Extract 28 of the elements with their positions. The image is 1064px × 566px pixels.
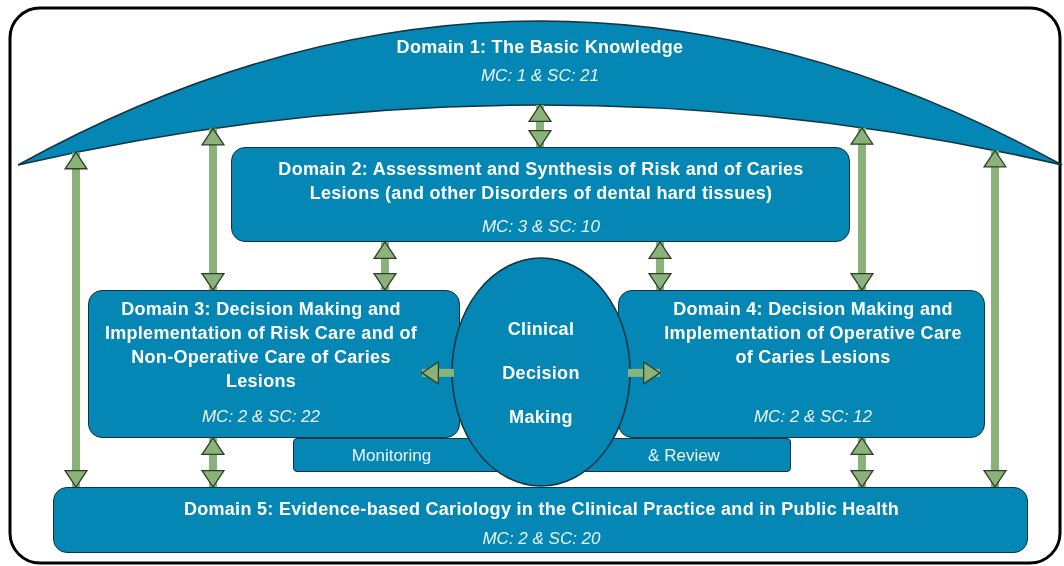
double-arrow: [201, 127, 225, 291]
process-box: [88, 290, 460, 438]
domain-title: Clinical Decision Making: [501, 318, 581, 429]
double-arrow: [648, 241, 672, 291]
double-arrow: [528, 104, 552, 148]
score-label: MC: 1 & SC: 21: [479, 66, 601, 86]
double-arrow: [373, 241, 397, 291]
double-arrow: [201, 437, 225, 488]
domain-title: Domain 5: Evidence-based Cariology in the Clinical Practice and in Public Health: [182, 498, 901, 521]
score-label: MC: 2 & SC: 12: [752, 407, 874, 427]
double-arrow: [64, 151, 88, 488]
process-box: [618, 290, 985, 438]
double-arrow: [850, 437, 874, 488]
arrow: [628, 361, 661, 385]
domain-title: Domain 2: Assessment and Synthesis of Risk and of Caries Lesions (and other Disorders of dental hard tissues): [277, 158, 805, 205]
domain-title: Domain 3: Decision Making and Implementation of Risk Care and of Non-Operative Care of Caries Lesions: [103, 298, 419, 393]
arrow: [421, 361, 454, 385]
double-arrow: [983, 149, 1007, 488]
double-arrow: [850, 127, 874, 291]
score-label: MC: 3 & SC: 10: [480, 217, 602, 237]
domain-title: Domain 1: The Basic Knowledge: [395, 36, 685, 59]
process-box: [53, 487, 1028, 553]
domain-title: Domain 4: Decision Making and Implementation of Operative Care of Caries Lesions: [663, 298, 963, 369]
banner-label: Monitoring: [350, 446, 433, 466]
process-box: [231, 147, 850, 242]
score-label: MC: 2 & SC: 20: [481, 529, 602, 549]
banner-label: & Review: [647, 446, 721, 466]
score-label: MC: 2 & SC: 22: [200, 407, 322, 427]
